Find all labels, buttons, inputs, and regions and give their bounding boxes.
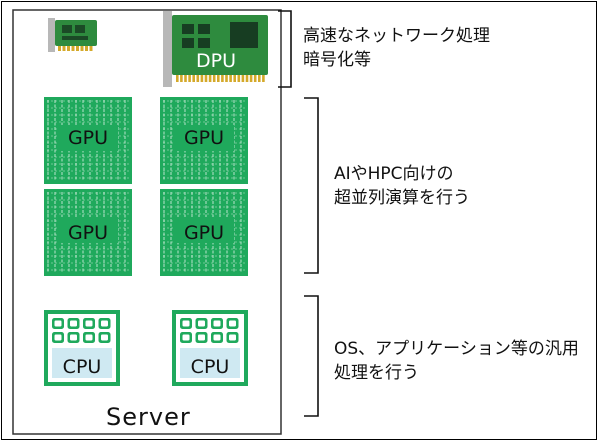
cpu-description-line-2: 処理を行う — [334, 363, 419, 383]
cpu-chip — [44, 310, 120, 386]
cpu-chip — [172, 310, 248, 386]
dpu-bracket — [278, 10, 292, 88]
dpu-label: DPU — [196, 50, 236, 72]
gpu-module — [44, 97, 132, 184]
cpu-label: CPU — [62, 356, 102, 378]
gpu-module — [160, 189, 248, 276]
gpu-label: GPU — [67, 222, 109, 244]
gpu-module — [160, 97, 248, 184]
cpu-bracket — [304, 295, 319, 417]
gpu-description-line-1: AIやHPC向けの — [334, 164, 454, 184]
gpu-module — [44, 189, 132, 276]
cpu-label: CPU — [190, 356, 230, 378]
nic-card-icon — [48, 18, 97, 52]
server-box — [12, 9, 282, 435]
dpu-card — [163, 11, 268, 87]
gpu-label: GPU — [67, 127, 109, 149]
gpu-label: GPU — [183, 127, 225, 149]
dpu-description-line-1: 高速なネットワーク処理 — [303, 26, 490, 46]
gpu-label: GPU — [183, 222, 225, 244]
gpu-description-line-2: 超並列演算を行う — [334, 188, 470, 208]
gpu-bracket — [304, 97, 319, 274]
cpu-description-line-1: OS、アプリケーション等の汎用 — [334, 339, 579, 359]
dpu-description-line-2: 暗号化等 — [303, 50, 371, 70]
server-label: Server — [106, 403, 191, 431]
